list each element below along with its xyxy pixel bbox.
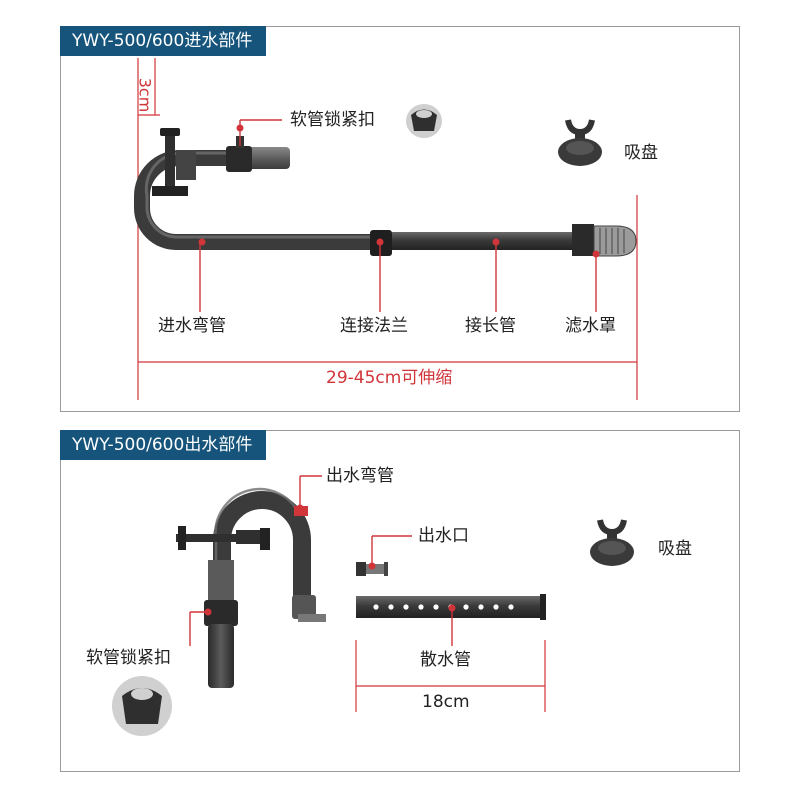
intake-extension-pipe bbox=[392, 232, 574, 250]
intake-callouts bbox=[198, 119, 600, 312]
intake-hose-clamp-icon bbox=[406, 104, 442, 138]
outlet-label-hose-clamp: 软管锁紧扣 bbox=[86, 648, 171, 668]
intake-panel-title: YWY-500/600进水部件 bbox=[60, 26, 267, 56]
intake-panel: YWY-500/600进水部件 bbox=[60, 26, 740, 412]
intake-label-hose-clamp: 软管锁紧扣 bbox=[290, 110, 375, 130]
outlet-mount-clamp bbox=[176, 526, 270, 550]
intake-label-extension-pipe: 接长管 bbox=[465, 316, 516, 336]
outlet-label-spray-bar: 散水管 bbox=[420, 650, 471, 670]
intake-label-suction-cup: 吸盘 bbox=[624, 143, 658, 163]
outlet-dimension-18cm: 18cm bbox=[422, 692, 470, 712]
intake-dimension-lines bbox=[137, 58, 638, 400]
intake-suction-cup-icon bbox=[558, 119, 602, 166]
outlet-label-outlet-nozzle: 出水口 bbox=[418, 526, 469, 546]
intake-hose-lock bbox=[226, 136, 252, 172]
outlet-nozzle bbox=[356, 562, 388, 576]
outlet-panel: YWY-500/600出水部件 bbox=[60, 430, 740, 772]
outlet-hose-clamp-icon bbox=[112, 676, 172, 736]
outlet-callouts bbox=[189, 475, 456, 646]
outlet-hose bbox=[204, 560, 238, 688]
intake-filter-guard bbox=[572, 224, 637, 257]
outlet-dimension-lines bbox=[355, 640, 546, 712]
outlet-label-outlet-elbow: 出水弯管 bbox=[326, 466, 394, 486]
intake-mount-clamp bbox=[152, 128, 196, 196]
outlet-label-suction-cup: 吸盘 bbox=[658, 539, 692, 559]
intake-label-flange: 连接法兰 bbox=[340, 316, 408, 336]
intake-label-inlet-elbow: 进水弯管 bbox=[158, 316, 226, 336]
outlet-elbow-pipe bbox=[213, 487, 326, 622]
outlet-panel-title: YWY-500/600出水部件 bbox=[60, 430, 267, 460]
intake-dimension-range: 29-45cm可伸缩 bbox=[326, 368, 453, 388]
outlet-suction-cup-icon bbox=[590, 519, 634, 566]
intake-dimension-3cm: 3cm bbox=[135, 77, 155, 113]
intake-label-filter-guard: 滤水罩 bbox=[565, 316, 616, 336]
